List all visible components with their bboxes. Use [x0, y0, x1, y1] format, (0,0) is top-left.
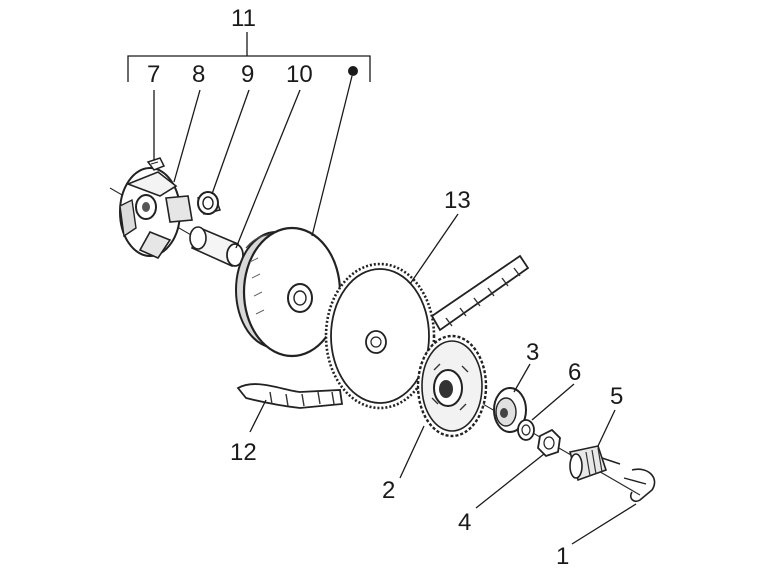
- callout-4: 4: [458, 509, 471, 536]
- slider-clip-part: [146, 157, 166, 171]
- leader-2: [399, 425, 425, 479]
- spring-clip-part: [623, 468, 656, 503]
- fixed-drive-face-part: [416, 334, 488, 438]
- washer-part: [517, 419, 535, 441]
- nut-part: [537, 428, 561, 458]
- leader-9: [211, 89, 250, 195]
- bushing-sleeve-part: [189, 226, 244, 268]
- drive-belt-lower-part: [236, 383, 344, 409]
- group-bracket: [127, 32, 371, 82]
- callout-8: 8: [192, 61, 205, 88]
- bullet-marker: [348, 66, 358, 76]
- roller-part: [197, 191, 221, 215]
- callout-7: 7: [147, 61, 160, 88]
- callout-11: 11: [231, 5, 256, 32]
- callout-1: 1: [556, 543, 569, 570]
- roller-holder-part: [119, 167, 193, 260]
- callout-13: 13: [444, 187, 471, 214]
- leader-5: [597, 409, 616, 447]
- leader-13: [409, 213, 459, 285]
- leader-12: [249, 399, 267, 433]
- callout-12: 12: [230, 439, 257, 466]
- leader-6: [531, 383, 575, 421]
- leader-1: [571, 503, 637, 545]
- callout-6: 6: [568, 359, 581, 386]
- leader-4: [475, 453, 545, 509]
- callout-10: 10: [286, 61, 313, 88]
- worm-gear-part: [568, 445, 621, 482]
- leader-bullet: [311, 75, 353, 237]
- hub-part: [493, 387, 527, 433]
- ring-gear-part: [324, 262, 436, 410]
- leader-8: [173, 89, 201, 183]
- movable-drive-face-part: [235, 226, 342, 358]
- leader-10: [235, 89, 301, 249]
- callout-2: 2: [382, 477, 395, 504]
- callout-9: 9: [241, 61, 254, 88]
- callout-3: 3: [526, 339, 539, 366]
- leader-3: [513, 363, 531, 393]
- callout-5: 5: [610, 383, 623, 410]
- drive-belt-upper-part: [430, 254, 530, 332]
